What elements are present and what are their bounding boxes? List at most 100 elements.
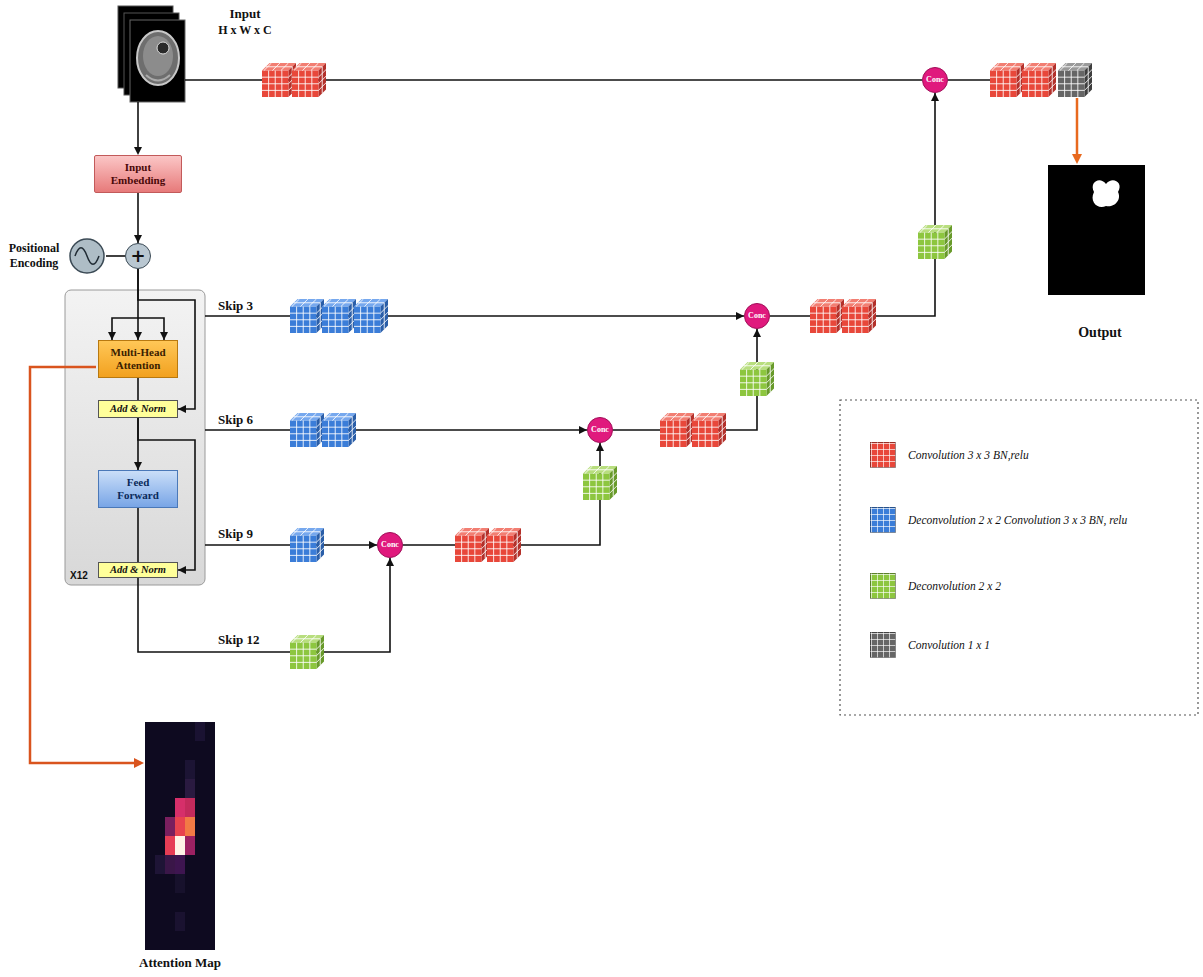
deconv-conv-block xyxy=(354,299,388,333)
node-text: Add & Norm xyxy=(110,403,166,415)
deconv-conv-block xyxy=(322,413,356,447)
legend-frame xyxy=(840,400,1198,715)
legend-swatch xyxy=(870,507,896,533)
conv-block xyxy=(455,528,489,562)
legend-text: Deconvolution 2 x 2 xyxy=(908,580,1001,592)
skip-label: Skip 3 xyxy=(218,298,253,314)
connector-line xyxy=(137,378,139,400)
node-text: Multi-Head Attention xyxy=(104,346,172,371)
sine-wave xyxy=(75,248,99,265)
conv-block xyxy=(660,413,694,447)
arrow-head xyxy=(596,443,604,451)
legend-swatch xyxy=(870,442,896,468)
node-text: Conc xyxy=(748,312,766,320)
output-label: Output xyxy=(1070,325,1130,341)
output-arrow xyxy=(1072,98,1082,164)
transformer-block: X12Multi-Head AttentionAdd & NormFeed Fo… xyxy=(65,290,205,585)
add-norm-box: Add & Norm xyxy=(98,562,178,578)
connector xyxy=(138,378,139,400)
connector xyxy=(205,312,744,320)
concat-circle: Conc xyxy=(377,532,403,558)
embedding-box: Input Embedding xyxy=(94,155,182,193)
conv-icons xyxy=(262,63,1092,669)
add-circle: + xyxy=(125,243,151,269)
arrow-head xyxy=(134,147,142,155)
output-mask xyxy=(1048,165,1145,295)
deconv-block xyxy=(740,362,774,396)
node-text: Feed Forward xyxy=(109,476,167,501)
deconv-conv-block xyxy=(290,299,324,333)
feed-forward-box: Feed Forward xyxy=(98,470,178,508)
skip-label: Skip 12 xyxy=(218,632,260,648)
sine-circle xyxy=(68,237,106,275)
connector xyxy=(205,426,587,434)
legend-item: Deconvolution 2 x 2 xyxy=(870,573,1001,599)
node-text: Add & Norm xyxy=(110,564,166,576)
legend-text: Convolution 3 x 3 BN,relu xyxy=(908,449,1029,461)
arrow-head xyxy=(134,235,142,243)
arrow-head xyxy=(134,462,142,470)
node-text: + xyxy=(130,247,145,265)
arrow-head xyxy=(160,332,168,340)
connector-line xyxy=(205,315,744,317)
legend-swatch xyxy=(870,573,896,599)
input-size-label: H x W x C xyxy=(205,23,285,38)
concat-circle: Conc xyxy=(587,417,613,443)
deconv-block xyxy=(583,466,617,500)
legend-text: Deconvolution 2 x 2 Convolution 3 x 3 BN… xyxy=(908,514,1127,526)
legend-item: Convolution 1 x 1 xyxy=(870,632,990,658)
mri-input-stack xyxy=(118,6,185,102)
connector-line xyxy=(138,269,195,409)
skip-label: Skip 9 xyxy=(218,526,253,542)
arrow-head xyxy=(369,541,377,549)
arrow-head xyxy=(753,329,761,337)
connector xyxy=(106,256,125,257)
connector-line xyxy=(106,255,125,257)
arrow-head xyxy=(736,312,744,320)
circle-outline xyxy=(70,239,104,273)
transformer-panel xyxy=(65,290,205,585)
concat-circle: Conc xyxy=(922,67,948,93)
repeat-count: X12 xyxy=(70,570,88,581)
arrow-head xyxy=(386,558,394,566)
conv-block xyxy=(1022,63,1056,97)
node-text: Positional Encoding xyxy=(4,241,64,271)
node-text: Conc xyxy=(381,541,399,549)
connector-line xyxy=(137,508,139,562)
positional-encoding: Positional Encoding xyxy=(4,237,106,275)
attention-heatmap xyxy=(145,722,215,950)
node-text: Conc xyxy=(926,76,944,84)
connector-line xyxy=(770,93,935,316)
connector xyxy=(138,508,139,562)
conv-block xyxy=(990,63,1024,97)
connector-line xyxy=(205,429,587,431)
conv1x1-block xyxy=(1058,63,1092,97)
conv-block xyxy=(262,63,296,97)
attention-map-label: Attention Map xyxy=(130,955,230,971)
arrow-head xyxy=(108,332,116,340)
node-text: Input Embedding xyxy=(107,161,169,186)
arrow-head xyxy=(178,566,186,574)
legend-item: Convolution 3 x 3 BN,relu xyxy=(870,442,1029,468)
deconv-block xyxy=(290,635,324,669)
deconv-conv-block xyxy=(322,299,356,333)
conv-block xyxy=(292,63,326,97)
connector-line xyxy=(112,318,138,340)
concat-circle: Conc xyxy=(744,303,770,329)
connector xyxy=(770,93,939,316)
deconv-conv-block xyxy=(290,528,324,562)
conv-block xyxy=(842,299,876,333)
legend-text: Convolution 1 x 1 xyxy=(908,639,990,651)
deconv-conv-block xyxy=(290,413,324,447)
attention-box: Multi-Head Attention xyxy=(98,340,178,378)
skip-label: Skip 6 xyxy=(218,412,253,428)
arrow-head xyxy=(579,426,587,434)
arrow-head xyxy=(134,332,142,340)
connector xyxy=(134,193,142,243)
conv-block xyxy=(692,413,726,447)
arrow-head xyxy=(931,93,939,101)
connector-line xyxy=(138,318,164,340)
legend-item: Deconvolution 2 x 2 Convolution 3 x 3 BN… xyxy=(870,507,1127,533)
node-text: Conc xyxy=(591,426,609,434)
